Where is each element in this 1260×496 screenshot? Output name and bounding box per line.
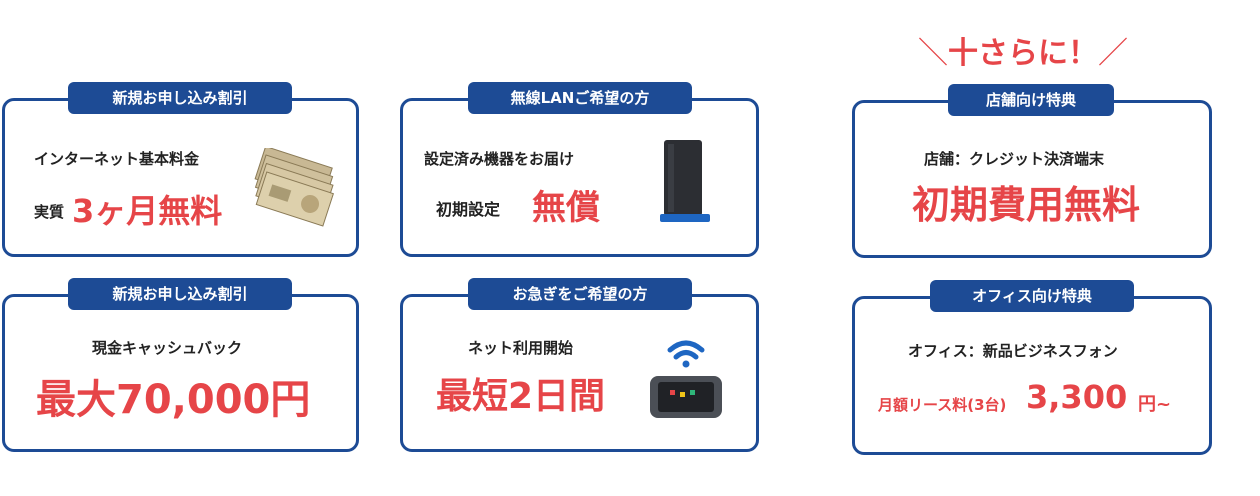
card-line1: 現金キャッシュバック — [92, 339, 243, 357]
card-big: 初期費用無料 — [912, 183, 1141, 227]
card-tab: お急ぎをご希望の方 — [468, 278, 692, 310]
cash-bills-icon — [244, 145, 336, 228]
callout-right-slash: ／ — [1098, 36, 1128, 71]
card-tab: 新規お申し込み割引 — [68, 278, 292, 310]
card-line1: 店舗：クレジット決済端末 — [924, 150, 1105, 168]
card-big: 最大70,000円 — [36, 377, 311, 423]
wifi-router-icon — [660, 138, 710, 224]
card-line1: 設定済み機器をお届け — [424, 150, 575, 168]
top-callout: ＼十さらに！／ — [918, 28, 1128, 72]
card-tab: 無線LANご希望の方 — [468, 82, 692, 114]
callout-text: 十さらに！ — [948, 36, 1098, 71]
card-big: 最短2日間 — [436, 376, 606, 417]
card-tab: オフィス向け特典 — [930, 280, 1134, 312]
card-line1: インターネット基本料金 — [34, 150, 200, 168]
card-prefix: 月額リース料(3台) — [878, 396, 1007, 414]
card-big: 無償 — [532, 188, 600, 228]
card-tab: 新規お申し込み割引 — [68, 82, 292, 114]
card-line1: オフィス：新品ビジネスフォン — [908, 342, 1118, 360]
card-prefix: 初期設定 — [436, 200, 501, 219]
card-line1: ネット利用開始 — [468, 339, 574, 357]
pocket-wifi-icon — [648, 334, 724, 422]
card-prefix: 実質 — [34, 203, 65, 221]
card-office-benefit — [852, 296, 1212, 455]
card-big: 3ヶ月無料 — [72, 192, 223, 230]
card-suffix: 円~ — [1138, 394, 1172, 415]
callout-left-slash: ＼ — [918, 36, 948, 71]
card-tab: 店舗向け特典 — [948, 84, 1114, 116]
card-big: 3,300 — [1026, 378, 1128, 416]
